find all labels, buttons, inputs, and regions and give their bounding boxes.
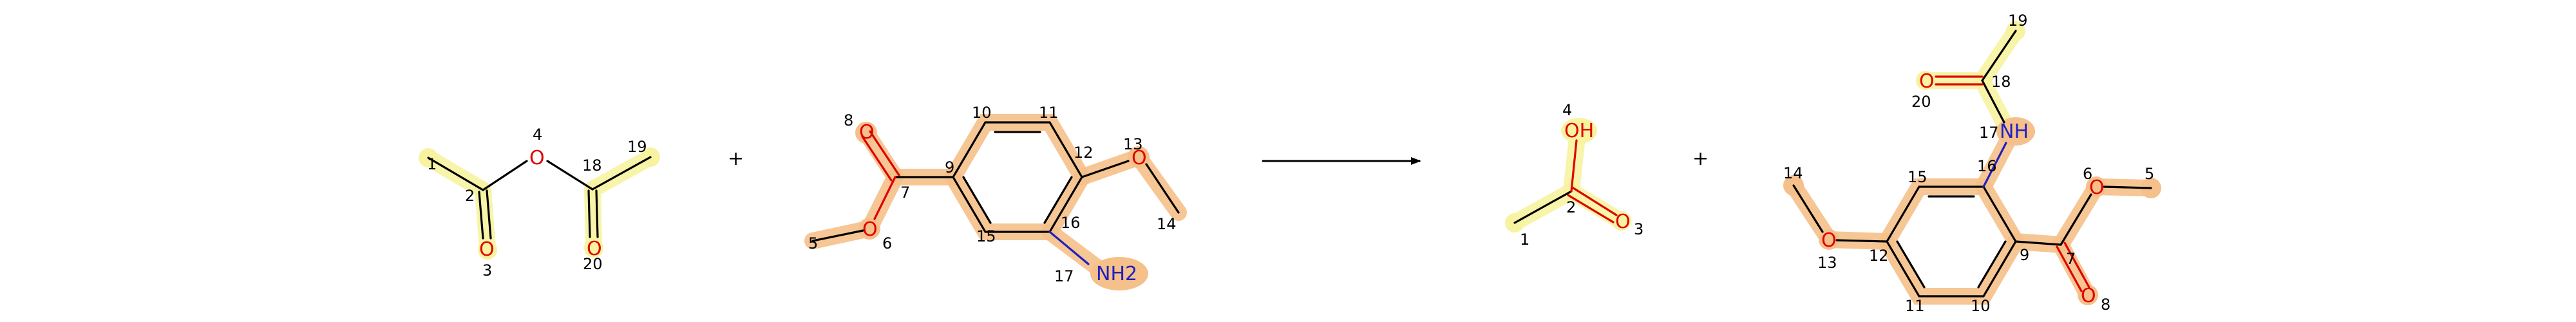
atom-number-label: 18 (1991, 73, 2011, 91)
atom-number-label: 16 (1977, 157, 1997, 175)
atom-oxygen-methoxy: O (1132, 147, 1147, 169)
reactant-1-bonds (427, 156, 652, 240)
atom-number-label: 1 (427, 155, 437, 173)
atom-number-label: 20 (1911, 93, 1931, 111)
atom-number-label: 11 (1905, 297, 1925, 315)
atom-number-label: 10 (972, 104, 992, 122)
atom-number-label: 5 (808, 234, 818, 252)
product-2-bonds (1792, 30, 2152, 298)
atom-oxygen-methoxy: O (1821, 229, 1837, 252)
reactant-2-bonds (811, 121, 1180, 265)
atom-number-label: 4 (1562, 101, 1572, 119)
atom-number-label: 15 (976, 227, 996, 245)
atom-oxygen-amide-carbonyl: O (1919, 70, 1935, 93)
product-1-bonds (1513, 139, 1618, 224)
atom-number-label: 17 (1054, 267, 1074, 285)
product-1-acetic-acid: OH O 1 2 3 4 (1505, 101, 1643, 249)
atom-number-label: 2 (465, 187, 475, 205)
atom-number-label: 18 (582, 156, 602, 175)
atom-oxygen-carbonyl: O (587, 238, 602, 260)
atom-number-label: 1 (1520, 231, 1530, 249)
atom-number-label: 6 (882, 234, 892, 252)
atom-oxygen-carbonyl: O (2081, 285, 2096, 307)
reactant-1-acetic-anhydride: O O O 1 2 3 4 18 19 20 (419, 126, 660, 279)
atom-number-label: 9 (945, 158, 954, 176)
atom-number-label: 13 (1123, 135, 1143, 153)
atom-number-label: 4 (533, 126, 542, 144)
atom-number-label: 19 (627, 138, 647, 156)
atom-number-label: 14 (1157, 215, 1177, 233)
atom-number-label: 3 (1634, 220, 1643, 238)
plus-sign: + (728, 147, 744, 170)
atom-number-label: 8 (844, 111, 853, 129)
atom-oxygen-ester: O (2089, 176, 2105, 199)
atom-nitrogen-amine: NH2 (1096, 263, 1137, 285)
atom-number-label: 8 (2101, 296, 2110, 314)
atom-number-label: 9 (2020, 246, 2029, 264)
atom-number-label: 6 (2083, 165, 2092, 183)
product-2-acetamidobenzoate: O NH O O O 5 6 7 8 9 10 11 12 13 14 15 1… (1783, 12, 2161, 315)
atom-number-label: 7 (900, 184, 910, 202)
atom-number-label: 19 (2008, 12, 2028, 30)
atom-number-label: 2 (1566, 198, 1576, 216)
atom-oxygen-carbonyl: O (859, 121, 875, 144)
atom-number-label: 10 (1971, 297, 1991, 315)
atom-oxygen-carbonyl: O (1615, 211, 1631, 233)
atom-number-label: 5 (2145, 165, 2154, 183)
atom-oxygen-bridge: O (529, 147, 545, 169)
product-2-highlight (1783, 21, 2161, 305)
reactant-2-aminobenzoate: O O O NH2 5 6 7 8 9 10 11 12 13 14 15 16… (804, 104, 1187, 290)
atom-oxygen-ester: O (862, 218, 878, 241)
atom-number-label: 12 (1869, 247, 1889, 265)
atom-number-label: 14 (1783, 164, 1803, 182)
plus-sign: + (1692, 147, 1709, 170)
atom-number-label: 17 (1979, 124, 1999, 142)
atom-nitrogen-amide: NH (2000, 120, 2029, 143)
atom-number-label: 7 (2066, 250, 2076, 268)
atom-oxygen-carbonyl: O (479, 238, 495, 261)
atom-number-label: 20 (583, 255, 603, 273)
atom-number-label: 16 (1061, 214, 1081, 232)
atom-number-label: 3 (482, 261, 492, 279)
atom-number-label: 12 (1074, 144, 1094, 162)
atom-hydroxyl: OH (1564, 120, 1594, 142)
atom-number-label: 15 (1908, 168, 1927, 186)
atom-number-label: 11 (1039, 104, 1059, 122)
atom-number-label: 13 (1817, 254, 1837, 272)
